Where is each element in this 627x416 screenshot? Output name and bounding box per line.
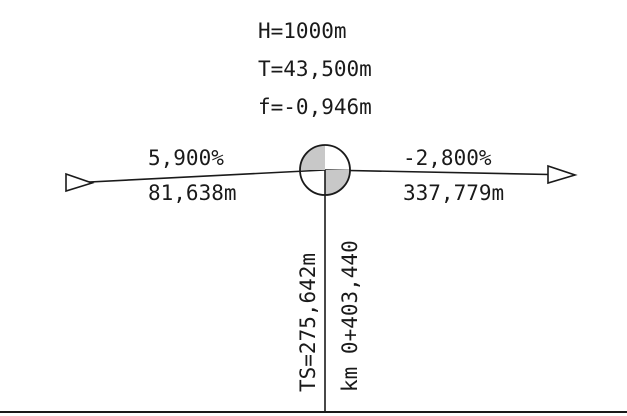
- right-grade-line: [324, 169, 576, 176]
- vertex-chainage-label: km 0+403,440: [338, 240, 362, 392]
- left-arrow-icon: [65, 172, 95, 193]
- left-grade-percent: 5,900%: [148, 146, 224, 170]
- vertex-quadrant-lower-right: [325, 170, 350, 195]
- external-label: f=-0,946m: [258, 95, 372, 119]
- radius-label: H=1000m: [258, 19, 347, 43]
- tangent-label: T=43,500m: [258, 57, 372, 81]
- right-grade-percent: -2,800%: [403, 146, 492, 170]
- vertex-elevation-label: TS=275,642m: [296, 253, 320, 392]
- right-grade-length: 337,779m: [403, 181, 504, 205]
- left-grade-length: 81,638m: [148, 181, 237, 205]
- left-grade-line: [69, 169, 326, 184]
- vertex-symbol: [299, 144, 351, 196]
- right-arrow-icon: [547, 164, 578, 185]
- vertex-quadrant-upper-left: [300, 145, 325, 170]
